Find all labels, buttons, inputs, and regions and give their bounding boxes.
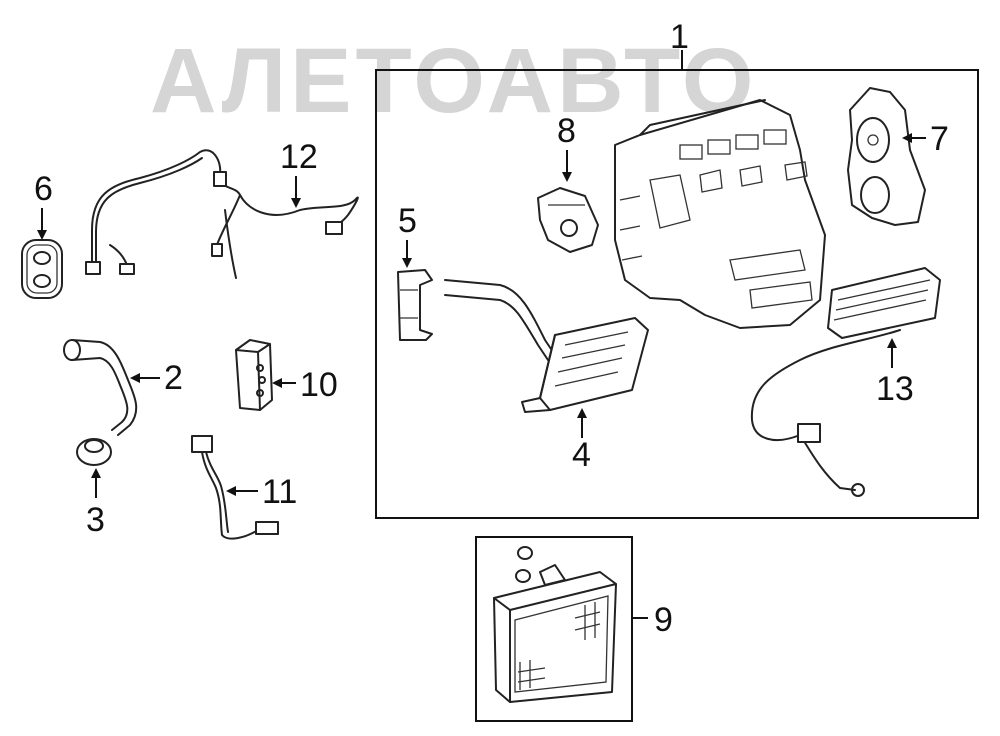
callout-11: 11 <box>262 473 297 511</box>
assembly-box-1 <box>375 69 979 519</box>
callout-1: 1 <box>670 18 689 56</box>
part-2-hose <box>63 339 138 436</box>
callout-8: 8 <box>557 112 576 150</box>
callout-12: 12 <box>280 138 318 176</box>
part-6-grommet <box>21 239 63 299</box>
callout-13: 13 <box>876 370 914 408</box>
part-8-actuator <box>537 187 599 253</box>
callout-6: 6 <box>34 170 53 208</box>
assembly-box-9 <box>475 536 633 722</box>
part-10-expansion-valve <box>235 339 273 411</box>
callout-3: 3 <box>86 501 105 539</box>
part-7-blower-motor <box>847 87 926 226</box>
callout-7: 7 <box>930 120 949 158</box>
watermark-text: АЛЕТОАВТО <box>150 30 758 132</box>
callout-2: 2 <box>164 359 183 397</box>
part-1-housing <box>614 99 826 329</box>
callout-9: 9 <box>654 601 673 639</box>
part-3-grommet <box>76 438 112 466</box>
part-13-ptc-heater <box>750 267 941 497</box>
callout-5: 5 <box>398 202 417 240</box>
callout-4: 4 <box>572 436 591 474</box>
part-4-heater-core <box>444 279 649 413</box>
part-12-wire-harness <box>85 149 359 279</box>
part-9-evaporator <box>493 546 617 703</box>
callout-10: 10 <box>300 366 338 404</box>
part-5-bracket <box>397 269 433 341</box>
part-11-sensor-wire <box>191 435 279 540</box>
